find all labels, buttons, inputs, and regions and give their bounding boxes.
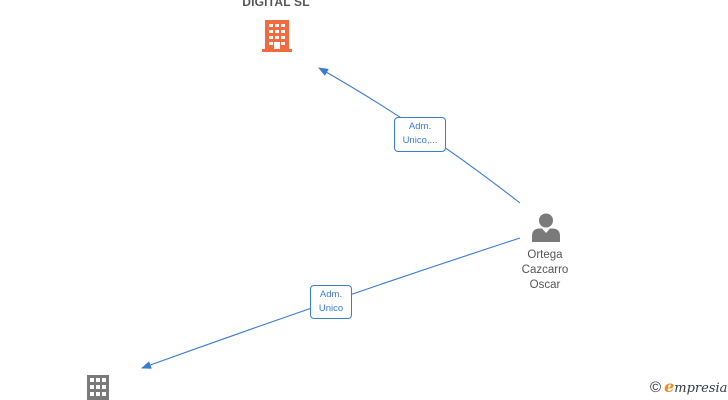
building-icon[interactable] [85,375,111,400]
edge-label-line: Unico [318,303,344,314]
top-company-name[interactable]: DIGITAL SL [242,0,310,9]
edge-label-top[interactable]: Adm. Unico,... [394,117,446,152]
person-icon[interactable] [531,212,561,242]
brand-logo: empresia [664,377,727,399]
person-name-line: Oscar [529,279,561,291]
person-name-line: Cazcarro [521,264,569,276]
brand-initial: e [664,377,675,396]
building-icon[interactable] [262,20,292,53]
copyright-symbol: © [650,379,662,396]
person-name[interactable]: Ortega Cazcarro Oscar [500,248,590,293]
edge-label-bottom[interactable]: Adm. Unico [310,285,352,319]
person-name-line: Ortega [527,249,563,261]
edge-label-line: Adm. [408,121,432,132]
edge-label-line: Adm. [319,289,343,300]
empresia-watermark: © empresia [650,377,727,399]
brand-rest: mpresia [674,381,728,396]
edge-label-line: Unico,... [402,135,438,146]
